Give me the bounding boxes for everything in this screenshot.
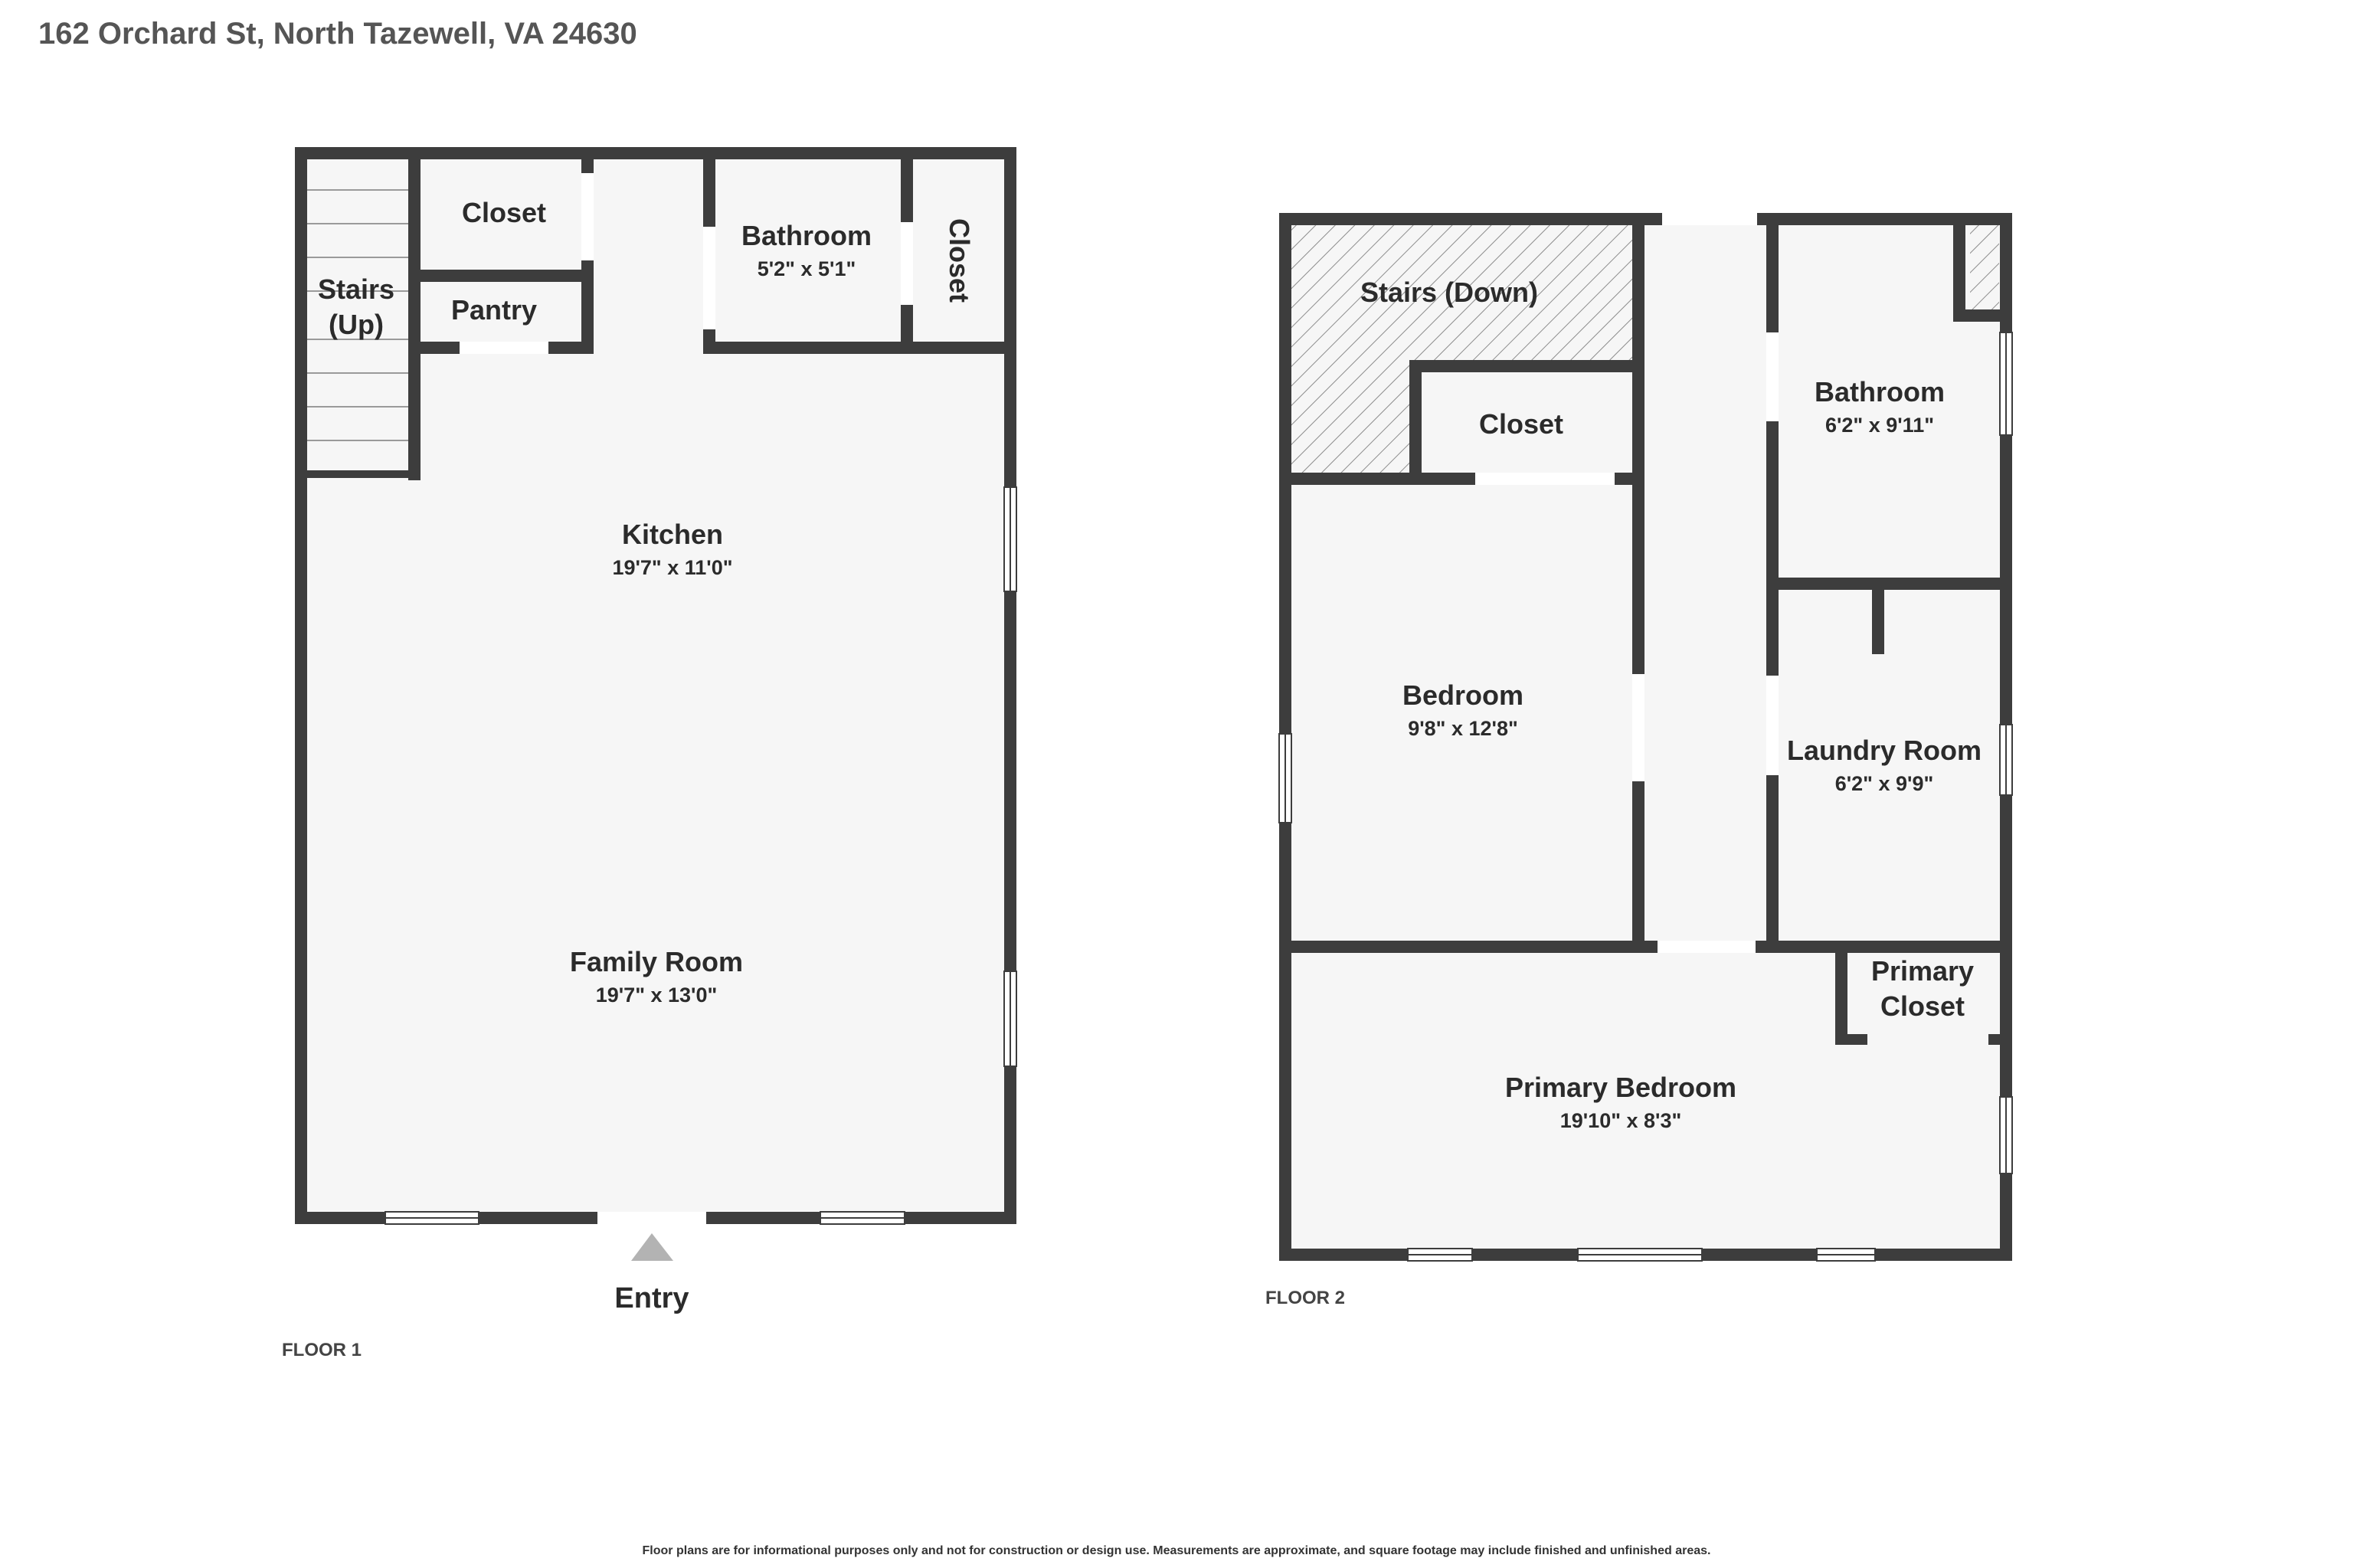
bathroom-2-label: Bathroom: [1815, 376, 1945, 408]
stairs-up-label-2: (Up): [329, 309, 384, 340]
bathroom-2-dims: 6'2" x 9'11": [1825, 414, 1934, 437]
stairs-up: [306, 189, 410, 441]
disclaimer-text: Floor plans are for informational purpos…: [642, 1544, 1711, 1557]
bedroom-label: Bedroom: [1402, 679, 1523, 711]
floor-2-label: FLOOR 2: [1265, 1288, 1345, 1308]
family-room-label: Family Room: [570, 946, 743, 977]
floor-2: Stairs (Down) Closet Bedroom 9'8" x 12'8…: [1265, 213, 2013, 1308]
family-room-dims: 19'7" x 13'0": [596, 984, 718, 1007]
closet-side-label: Closet: [944, 218, 975, 303]
closet-2-label: Closet: [1479, 408, 1563, 440]
kitchen-label: Kitchen: [622, 519, 723, 550]
primary-closet-label: Primary: [1871, 955, 1974, 987]
primary-bedroom-label: Primary Bedroom: [1505, 1072, 1736, 1103]
bathroom-dims: 5'2" x 5'1": [758, 257, 856, 280]
stairs-up-label: Stairs: [318, 273, 394, 305]
floor-1: Stairs (Up) Closet Pantry Bathroom 5'2" …: [282, 147, 1017, 1360]
entry-arrow-icon: [631, 1233, 673, 1261]
stairs-down-hatch: [1291, 225, 1632, 473]
bedroom-dims: 9'8" x 12'8": [1408, 717, 1518, 740]
floor-1-openings: [385, 173, 1017, 1225]
laundry-room-label: Laundry Room: [1787, 735, 1982, 766]
laundry-room-dims: 6'2" x 9'9": [1835, 772, 1934, 795]
entry-label: Entry: [614, 1282, 689, 1314]
bathroom-chase-hatch: [1970, 225, 1999, 311]
bathroom-label: Bathroom: [741, 220, 872, 251]
closet-label: Closet: [462, 197, 546, 228]
primary-closet-label-2: Closet: [1880, 990, 1965, 1022]
floor-2-openings: [1278, 213, 2013, 1262]
primary-bedroom-dims: 19'10" x 8'3": [1560, 1109, 1682, 1132]
property-address: 162 Orchard St, North Tazewell, VA 24630: [38, 17, 637, 51]
kitchen-dims: 19'7" x 11'0": [612, 556, 732, 579]
pantry-label: Pantry: [451, 294, 537, 326]
stairs-down-label: Stairs (Down): [1360, 277, 1538, 308]
floor-1-label: FLOOR 1: [282, 1340, 362, 1360]
